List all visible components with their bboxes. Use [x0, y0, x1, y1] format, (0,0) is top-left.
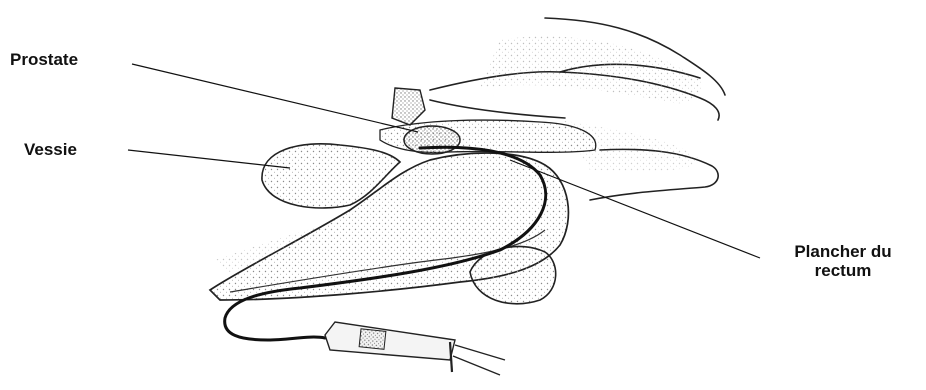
prostate-label: Prostate	[10, 50, 78, 69]
vessie-leader-line	[128, 150, 290, 168]
prostate-leader-line	[132, 64, 418, 132]
plancher-label-line2: rectum	[768, 261, 918, 280]
syringe	[325, 322, 505, 375]
vessie-label: Vessie	[24, 140, 77, 159]
plancher-label-line1: Plancher du	[768, 242, 918, 261]
plancher-du-rectum-label: Plancher du rectum	[768, 242, 918, 280]
